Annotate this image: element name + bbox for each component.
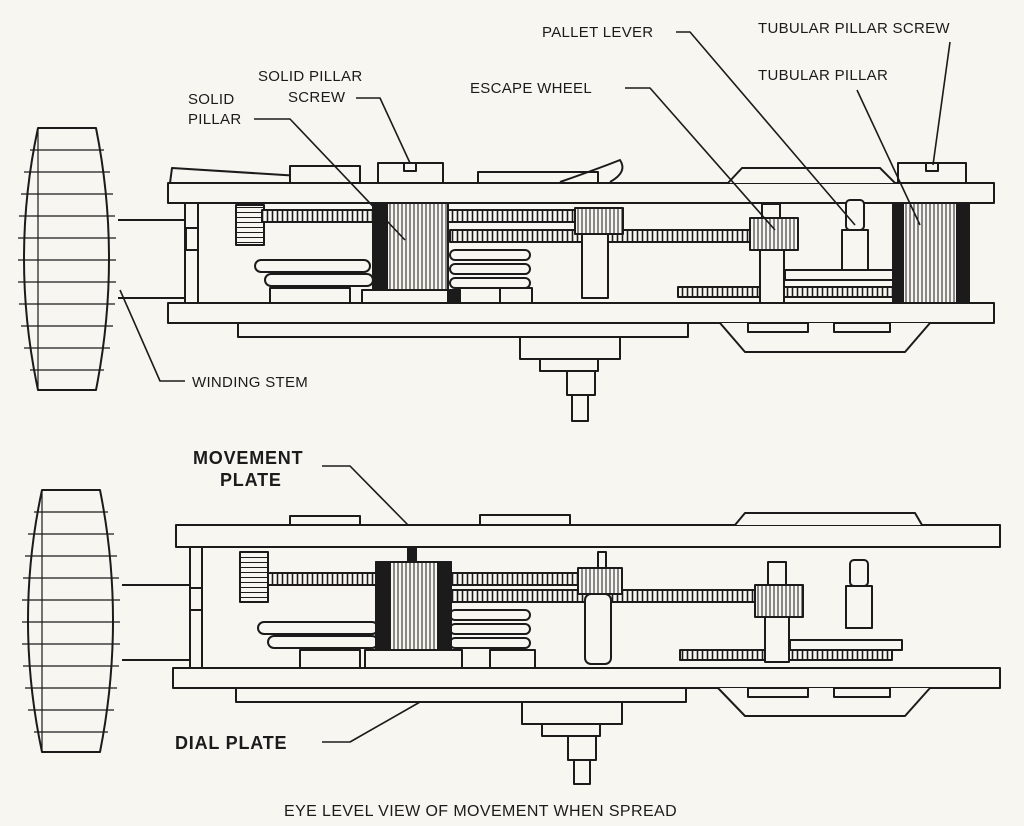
balance-rod-top — [677, 286, 894, 298]
label-dial-plate: DIAL PLATE — [175, 733, 287, 753]
label-movement-plate-line2: PLATE — [220, 470, 282, 490]
dial-plate-top-view — [167, 302, 995, 324]
label-solid-pillar-screw-line2: SCREW — [288, 89, 346, 106]
diagram-caption: EYE LEVEL VIEW OF MOVEMENT WHEN SPREAD — [284, 803, 677, 820]
leader-pallet-lever — [676, 31, 856, 226]
bottom-movement-view — [22, 489, 1001, 785]
leader-solid-pillar — [254, 118, 406, 241]
leader-winding-stem — [119, 289, 185, 382]
leader-escape-wheel — [625, 87, 776, 231]
label-solid-pillar-line2: PILLAR — [188, 111, 242, 128]
label-solid-pillar-screw-line1: SOLID PILLAR — [258, 68, 362, 85]
top-movement-view — [18, 127, 995, 422]
leader-lines — [119, 31, 951, 743]
tubular-pillar-top — [892, 202, 970, 304]
escape-wheel-bottom — [754, 561, 804, 663]
solid-pillar-bottom — [364, 546, 463, 669]
label-tubular-pillar-screw: TUBULAR PILLAR SCREW — [758, 20, 950, 37]
movement-plate-bottom — [175, 524, 1001, 548]
label-pallet-lever: PALLET LEVER — [542, 24, 653, 41]
leader-dial-plate — [322, 701, 421, 743]
label-tubular-pillar: TUBULAR PILLAR — [758, 67, 888, 84]
movement-plate-top — [167, 182, 995, 204]
leader-solid-pillar-screw — [356, 97, 411, 164]
pallet-lever-top — [784, 199, 894, 281]
winding-knob-top — [18, 127, 116, 391]
label-winding-stem: WINDING STEM — [192, 374, 308, 391]
solid-pillar-top — [361, 202, 461, 304]
leader-movement-plate — [322, 465, 409, 526]
pallet-lever-bottom — [789, 559, 903, 651]
winding-knob-bottom — [22, 489, 120, 753]
label-escape-wheel: ESCAPE WHEEL — [470, 80, 592, 97]
dial-plate-bottom — [172, 667, 1001, 689]
label-movement-plate-line1: MOVEMENT — [193, 448, 303, 468]
leader-tubular-pillar — [856, 89, 921, 226]
label-solid-pillar-line1: SOLID — [188, 91, 235, 108]
leader-tubular-pillar-screw — [932, 41, 951, 166]
